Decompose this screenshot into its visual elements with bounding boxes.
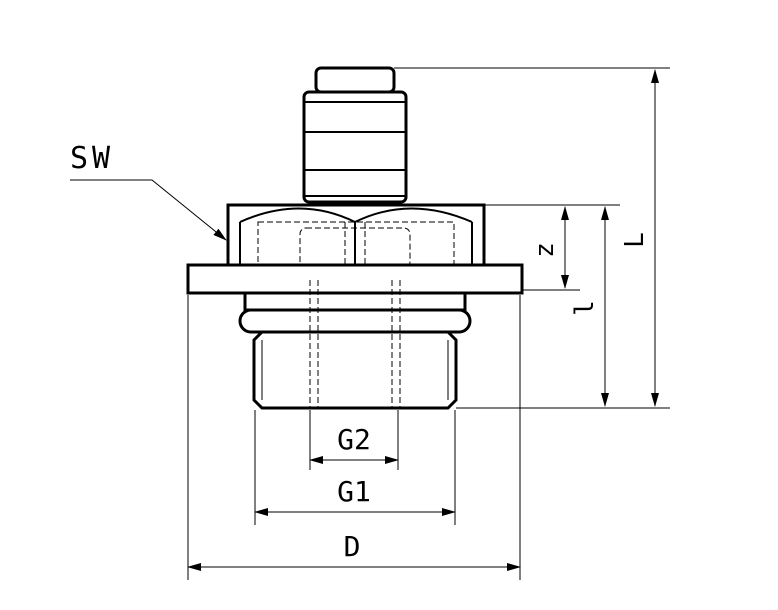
o-ring [238, 308, 472, 334]
label-l: l [570, 300, 600, 316]
extension-lines [187, 67, 670, 580]
collar [243, 291, 467, 312]
thread-body [252, 280, 458, 410]
label-g1: G1 [337, 475, 371, 508]
label-sw: SW [70, 141, 114, 176]
hex-nut [226, 203, 486, 281]
label-L: L [620, 232, 650, 248]
stem [302, 66, 408, 204]
label-z: z [530, 242, 560, 258]
label-g2: G2 [337, 423, 371, 456]
flange [186, 263, 524, 295]
label-d: D [344, 530, 361, 563]
sw-leader [70, 179, 227, 241]
